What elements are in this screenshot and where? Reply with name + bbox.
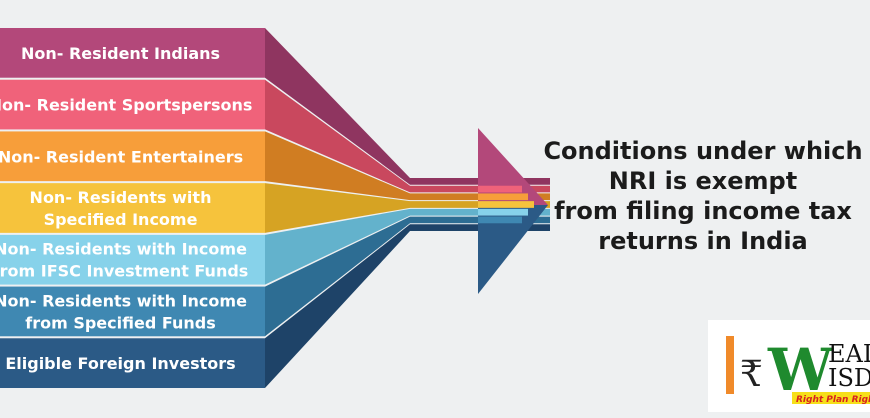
rupee-icon: ₹ bbox=[740, 354, 763, 395]
band-5 bbox=[0, 234, 265, 285]
band-6 bbox=[0, 286, 265, 337]
band-label-5-2: from IFSC Investment Funds bbox=[0, 262, 248, 281]
logo-mark: ₹ W EALTH ISDOM Right Plan Right Time bbox=[726, 336, 870, 405]
band-4 bbox=[0, 183, 265, 233]
diagram-heading: Conditions under which NRI is exempt fro… bbox=[536, 136, 870, 256]
band-label-3-1: Non- Resident Entertainers bbox=[0, 147, 243, 166]
band-label-6-2: from Specified Funds bbox=[25, 313, 216, 332]
band-3 bbox=[0, 131, 265, 182]
wealth-wisdom-logo: ₹ W EALTH ISDOM Right Plan Right Time bbox=[708, 320, 870, 412]
band-7 bbox=[0, 338, 265, 388]
logo-text-top: EALTH bbox=[828, 340, 870, 368]
band-label-4-1: Non- Residents with bbox=[30, 188, 212, 207]
band-tail-1 bbox=[265, 28, 550, 185]
logo-orange-bar bbox=[726, 336, 734, 394]
arrow-head bbox=[478, 128, 548, 294]
band-tail-7 bbox=[265, 224, 550, 388]
band-label-7-1: Eligible Foreign Investors bbox=[5, 354, 235, 373]
heading-line-3: from filing income tax bbox=[554, 197, 852, 225]
arrow-stripe-6 bbox=[478, 216, 522, 224]
band-tail-3 bbox=[265, 131, 550, 201]
band-label-2-1: Non- Resident Sportspersons bbox=[0, 96, 252, 115]
arrow-stripe-7 bbox=[478, 224, 516, 231]
band-label-6-1: Non- Residents with Income bbox=[0, 291, 247, 310]
band-tail-6 bbox=[265, 216, 550, 337]
band-tail-2 bbox=[265, 79, 550, 193]
arrow-stripe-1 bbox=[478, 178, 516, 185]
band-label-1-1: Non- Resident Indians bbox=[21, 44, 220, 63]
heading-line-4: returns in India bbox=[598, 227, 808, 255]
band-1 bbox=[0, 28, 265, 78]
arrow-stripe-3 bbox=[478, 193, 528, 201]
band-tail-5 bbox=[265, 208, 550, 285]
heading-line-2: NRI is exempt bbox=[608, 167, 798, 195]
logo-text-bottom: ISDOM bbox=[828, 364, 870, 392]
arrow-stripe-2 bbox=[478, 185, 522, 193]
band-label-5-1: Non- Residents with Income bbox=[0, 240, 247, 259]
band-2 bbox=[0, 79, 265, 130]
band-label-4-2: Specified Income bbox=[44, 210, 198, 229]
logo-tagline: Right Plan Right Time bbox=[796, 395, 870, 405]
band-tail-4 bbox=[265, 183, 550, 233]
arrow-stripe-4 bbox=[478, 201, 534, 208]
bands-layer bbox=[0, 28, 550, 388]
arrow-stripe-5 bbox=[478, 208, 528, 216]
logo-tagline-bg bbox=[792, 392, 870, 404]
heading-line-1: Conditions under which bbox=[543, 137, 863, 165]
